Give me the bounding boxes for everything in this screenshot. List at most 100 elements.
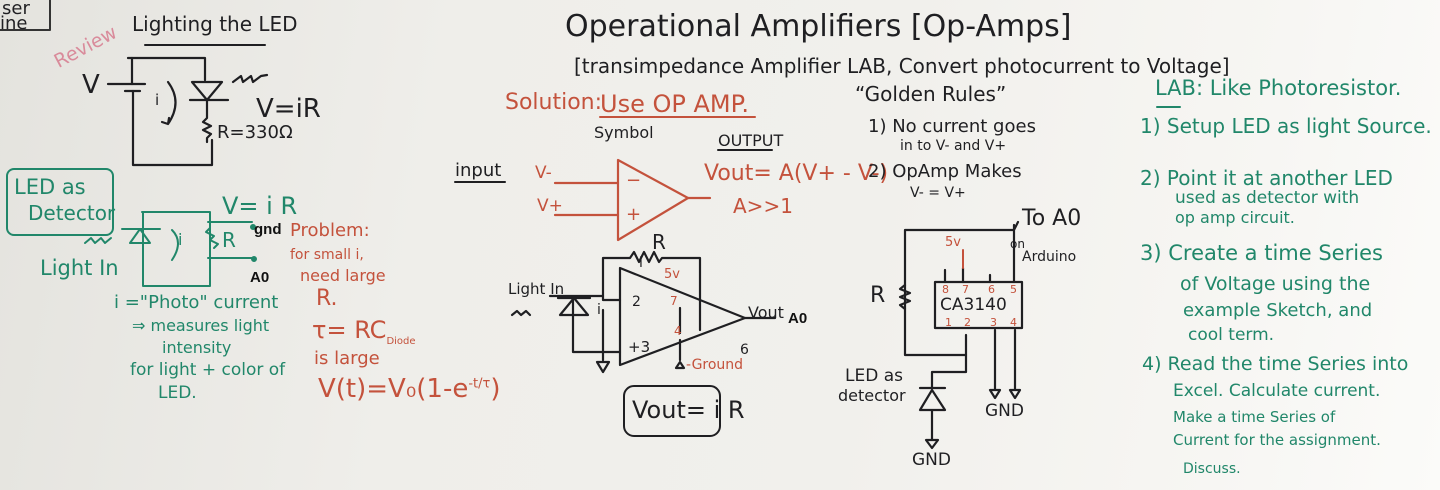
lab-title: LAB: Like Photoresistor.	[1155, 78, 1401, 99]
plus-terminal: +	[626, 204, 642, 225]
resistor-value: R=330Ω	[217, 122, 293, 143]
rule-1: 1) No current goes	[868, 116, 1036, 137]
detector-note: LED.	[158, 383, 197, 403]
lab-step-1: 1) Setup LED as light Source.	[1140, 114, 1432, 138]
chip-pin: 5	[1010, 283, 1017, 296]
chip-name: CA3140	[940, 295, 1007, 315]
chip-5v-label: 5v	[945, 235, 961, 250]
gnd-label: GND	[985, 401, 1024, 421]
main-title: Operational Amplifiers [Op-Amps]	[565, 9, 1072, 44]
detector-note: for light + color of	[130, 360, 286, 380]
led-circuit	[106, 56, 269, 167]
lab-step-4: Current for the assignment.	[1173, 431, 1381, 449]
vout-label: Vout	[748, 303, 784, 322]
to-a0-label: To A0	[1022, 206, 1082, 231]
corner-note: ine	[0, 13, 28, 34]
problem-line: R.	[316, 286, 338, 311]
formula-end: )	[490, 374, 501, 404]
lab-step-3: of Voltage using the	[1180, 273, 1371, 295]
tau-subscript: Diode	[386, 335, 416, 347]
chip-pin: 1	[945, 316, 952, 329]
pin-2-label: 2	[632, 294, 641, 310]
result-equation: Vout= i R	[632, 396, 745, 424]
lab-step-2: 2) Point it at another LED	[1140, 166, 1393, 190]
light-in-label: Light In	[40, 256, 119, 280]
rule-2: 2) OpAmp Makes	[868, 161, 1022, 182]
rule-1: in to V- and V+	[900, 138, 1007, 154]
lab-step-4: Discuss.	[1183, 461, 1241, 477]
current-arrow-icon	[160, 80, 177, 126]
input-label: input	[455, 160, 502, 181]
lighting-led-title: Lighting the LED	[132, 12, 298, 36]
subtitle: [transimpedance Amplifier LAB, Convert p…	[574, 54, 1230, 78]
photodiode-symbol	[121, 228, 161, 244]
led-detector-label: detector	[838, 386, 906, 405]
gnd-label: gnd	[254, 221, 282, 238]
ohms-law: V=iR	[256, 94, 321, 124]
chip-pin: 4	[1010, 316, 1017, 329]
pin-6-label: 6	[740, 342, 749, 358]
lab-step-2: used as detector with	[1175, 188, 1360, 208]
ca3140-circuit	[898, 220, 1024, 450]
v-plus-label: V+	[537, 196, 563, 216]
corner-box	[0, 0, 51, 31]
a0-label: A0	[788, 310, 808, 327]
led-detector-box	[6, 168, 114, 236]
chip-pin: 8	[942, 283, 949, 296]
corner-note: ser	[2, 0, 30, 19]
led-detector-title: LED as	[14, 175, 86, 199]
charging-formula: V(t)=V₀(1-e-t/τ)	[318, 376, 500, 402]
feedback-current-label: i	[639, 255, 643, 271]
feedback-resistor-label: R	[652, 230, 666, 254]
vout-equation: Vout= A(V+ - V-)	[704, 161, 889, 186]
lab-step-3: 3) Create a time Series	[1140, 241, 1383, 265]
tau-equation: τ= RCDiode	[312, 318, 416, 347]
chip-pin: 3	[990, 316, 997, 329]
current-label: i	[178, 230, 183, 249]
lab-title-lab: LAB	[1155, 76, 1196, 100]
transimpedance-circuit	[510, 250, 777, 374]
diode-current-label: i	[597, 302, 601, 318]
chip-pin: 2	[964, 316, 971, 329]
light-in-label: Light In	[508, 280, 565, 298]
resistor-label: R	[222, 228, 236, 252]
lab-title-rest: : Like Photoresistor.	[1195, 76, 1402, 100]
led-detector-label: LED as	[845, 366, 903, 386]
lab-step-4: Make a time Series of	[1173, 408, 1336, 426]
opamp-symbol	[553, 158, 712, 242]
a0-label: A0	[250, 269, 270, 286]
pin-7-label: 7	[670, 294, 678, 308]
led-detector-title: Detector	[28, 201, 116, 225]
chip-pin: 7	[962, 283, 969, 296]
light-wave-icon	[510, 309, 532, 317]
arduino-label: Arduino	[1022, 249, 1077, 265]
gain-label: A>>1	[733, 194, 793, 218]
tau-text: τ= RC	[312, 316, 387, 344]
gnd-label: GND	[912, 450, 951, 470]
lab-step-4: 4) Read the time Series into	[1142, 353, 1409, 375]
pin-3-label: +3	[628, 338, 651, 356]
detector-equation: V= i R	[222, 192, 298, 220]
battery-symbol	[106, 82, 147, 93]
problem-line: for small i,	[290, 247, 364, 263]
supply-5v-label: 5v	[664, 267, 680, 282]
detector-note: i ="Photo" current	[114, 292, 279, 313]
lab-step-3: example Sketch, and	[1183, 300, 1373, 321]
solution-prefix: Solution:	[505, 90, 603, 115]
v-minus-label: V-	[535, 163, 552, 183]
result-box	[623, 385, 721, 437]
lab-step-3: cool term.	[1188, 325, 1275, 345]
problem-heading: Problem:	[290, 220, 370, 241]
light-wave-icon	[231, 73, 269, 84]
detector-note: ⇒ measures light	[132, 316, 270, 335]
minus-terminal: −	[626, 170, 642, 191]
golden-rules-title: “Golden Rules”	[855, 82, 1007, 106]
rule-2: V- = V+	[910, 185, 966, 201]
led-symbol	[188, 80, 230, 102]
lab-step-2: op amp circuit.	[1175, 208, 1295, 227]
pin-4-label: 4	[674, 324, 682, 338]
chip-resistor-label: R	[870, 283, 886, 308]
on-label: on	[1010, 237, 1025, 251]
